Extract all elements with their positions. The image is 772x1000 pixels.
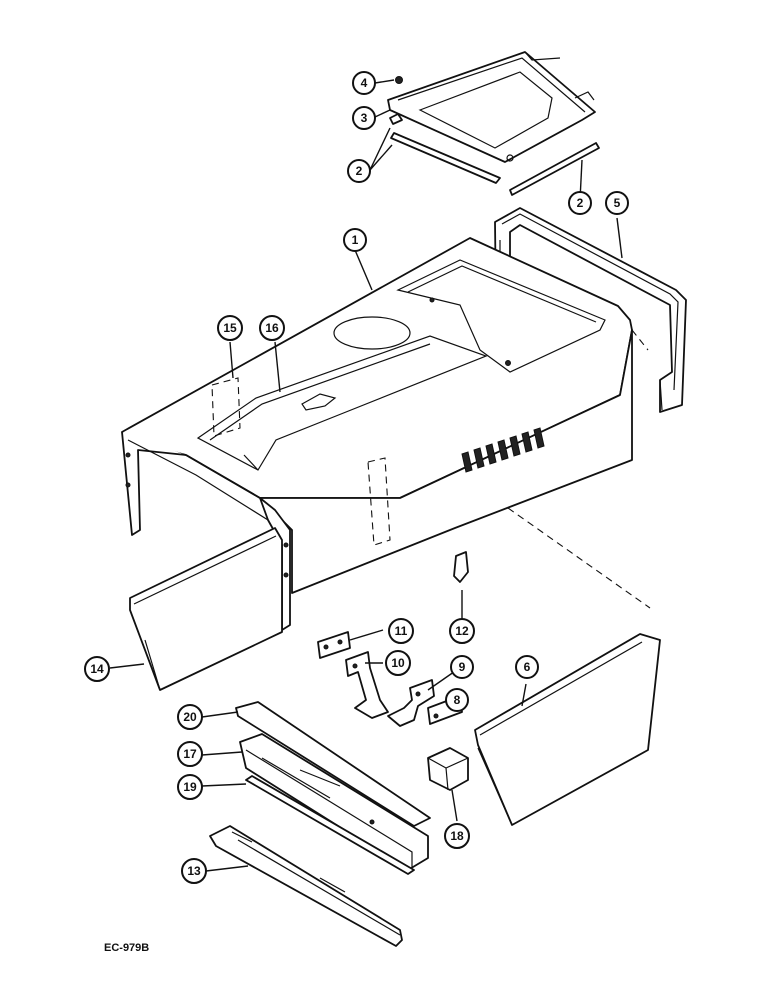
callout-label: 1 [352, 233, 359, 247]
seal-strip-right [509, 142, 600, 196]
alignment-line [507, 507, 651, 609]
callout-20: 20 [177, 704, 203, 730]
seal-strip-left [389, 113, 501, 184]
callout-3: 3 [352, 106, 376, 130]
callout-label: 8 [454, 693, 461, 707]
callout-label: 14 [90, 662, 104, 676]
callout-label: 11 [395, 624, 408, 638]
mounting-plate [317, 631, 351, 659]
left-side-panel [129, 527, 283, 691]
support-bracket [427, 747, 469, 791]
lower-strip [245, 775, 415, 875]
callout-label: 6 [524, 660, 531, 674]
vent-louvres [461, 427, 545, 473]
callout-label: 16 [265, 321, 279, 335]
callout-10: 10 [385, 650, 411, 676]
clip-bracket [453, 551, 469, 583]
angle-bracket-right [387, 679, 435, 727]
callout-14: 14 [84, 656, 110, 682]
callout-label: 4 [361, 76, 368, 90]
callout-17: 17 [177, 741, 203, 767]
callout-label: 17 [183, 747, 197, 761]
callout-2-right: 2 [568, 191, 592, 215]
callout-label: 12 [455, 624, 469, 638]
callout-19: 19 [177, 774, 203, 800]
callout-9: 9 [450, 655, 474, 679]
callout-16: 16 [259, 315, 285, 341]
callout-label: 20 [183, 710, 197, 724]
leader-lines [109, 79, 623, 872]
callout-label: 10 [391, 656, 405, 670]
bottom-guard [209, 825, 403, 947]
callout-1: 1 [343, 228, 367, 252]
callout-label: 5 [614, 196, 621, 210]
right-side-panel [474, 633, 661, 826]
callout-4: 4 [352, 71, 376, 95]
callout-11: 11 [388, 618, 414, 644]
callout-2-left: 2 [347, 159, 371, 183]
callout-label: 2 [356, 164, 363, 178]
cross-member-channel [239, 733, 429, 871]
callout-label: 13 [187, 864, 201, 878]
callout-label: 19 [183, 780, 197, 794]
callout-5: 5 [605, 191, 629, 215]
angle-bracket-left [345, 651, 389, 719]
callout-label: 9 [459, 660, 466, 674]
cross-member-strip [235, 701, 431, 827]
callout-15: 15 [217, 315, 243, 341]
callout-label: 18 [450, 829, 464, 843]
callout-label: 3 [361, 111, 368, 125]
callout-8: 8 [445, 688, 469, 712]
callout-6: 6 [515, 655, 539, 679]
callout-label: 15 [223, 321, 237, 335]
callout-13: 13 [181, 858, 207, 884]
figure-code: EC-979B [104, 942, 149, 954]
callout-label: 2 [577, 196, 584, 210]
screw [395, 76, 403, 84]
callout-12: 12 [449, 618, 475, 644]
callout-18: 18 [444, 823, 470, 849]
